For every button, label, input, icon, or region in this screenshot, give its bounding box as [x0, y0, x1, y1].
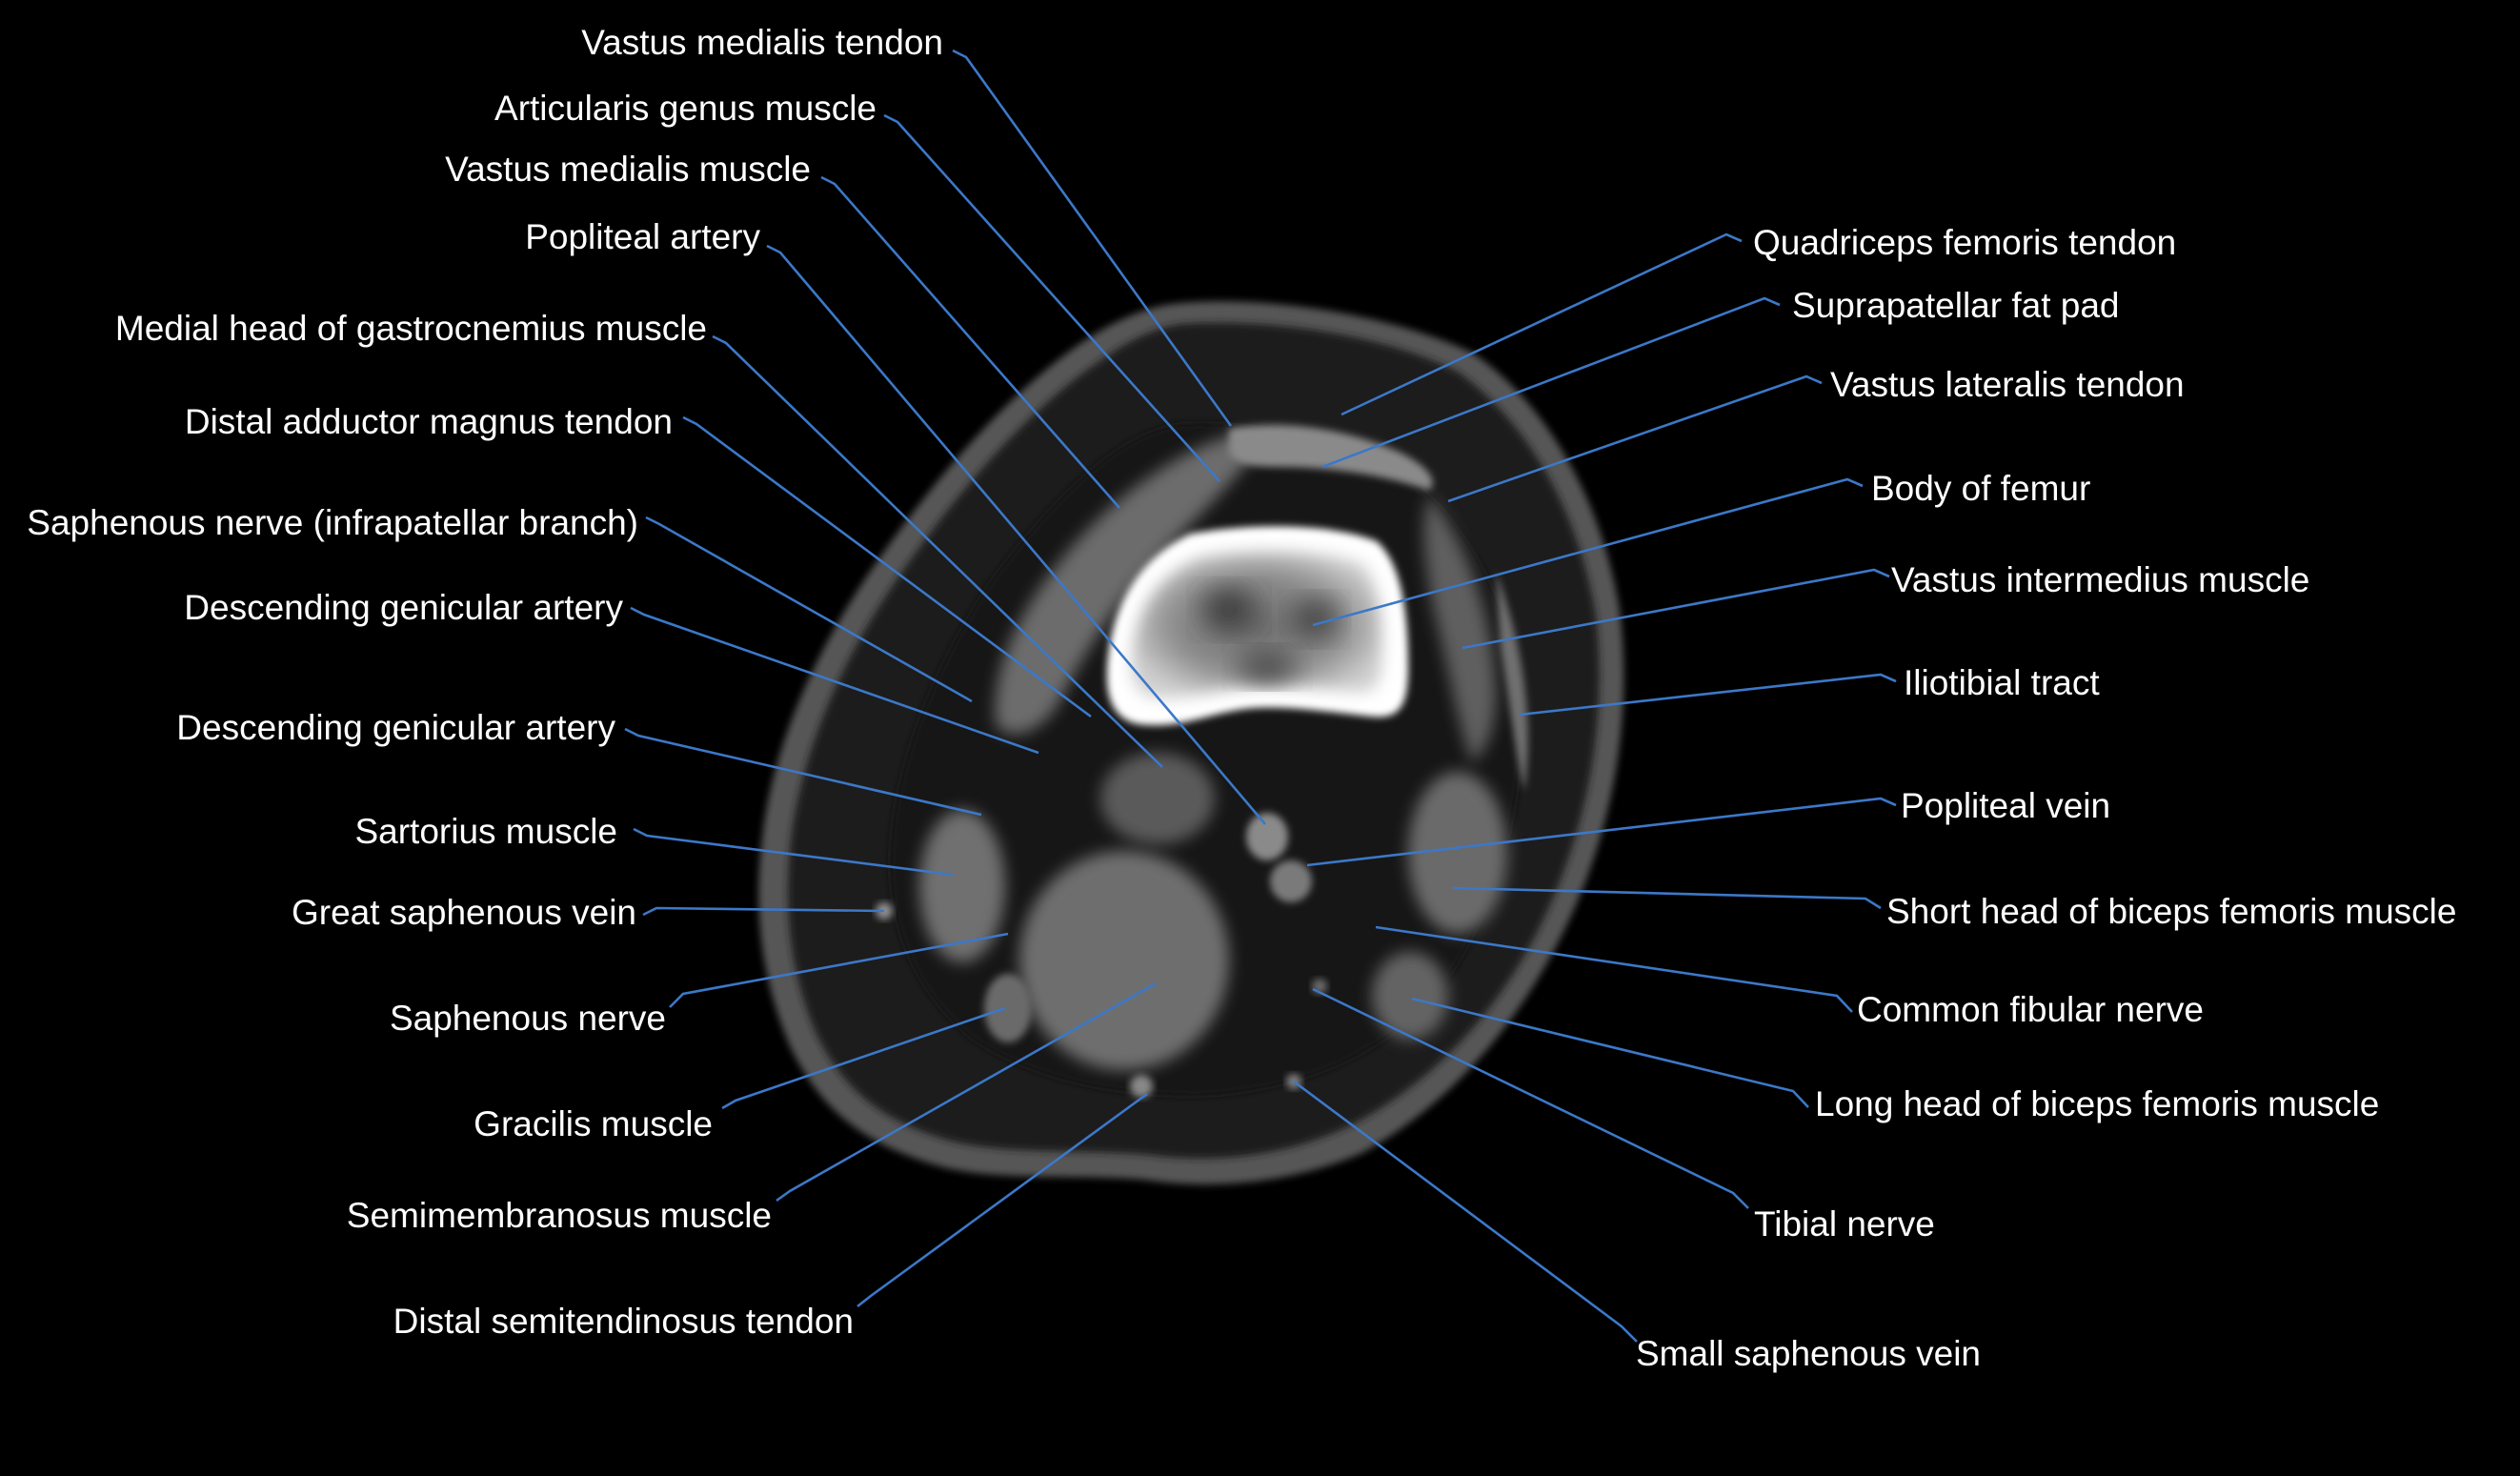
label-tibial-nerve: Tibial nerve	[1754, 1204, 1935, 1243]
leader-popliteal-vein	[1306, 797, 1897, 867]
label-gracilis: Gracilis muscle	[474, 1104, 713, 1143]
femur-marrow	[1131, 551, 1382, 698]
label-vastus-medialis-muscle: Vastus medialis muscle	[445, 150, 811, 189]
leader-body-of-femur	[1312, 477, 1864, 627]
gracilis-mass	[984, 974, 1032, 1042]
leader-quadriceps-tendon	[1341, 233, 1743, 416]
labels-right: Quadriceps femoris tendon Suprapatellar …	[1636, 223, 2456, 1373]
label-long-head-biceps: Long head of biceps femoris muscle	[1815, 1084, 2379, 1123]
popliteal-vein-mass	[1270, 860, 1312, 902]
leader-vastus-medialis-muscle	[820, 175, 1120, 509]
label-saphenous-infrapatellar: Saphenous nerve (infrapatellar branch)	[27, 503, 638, 542]
leader-popliteal-artery	[766, 244, 1266, 825]
leader-vastus-lateralis-tendon	[1447, 374, 1823, 503]
femur-marrow-dark-3	[1239, 652, 1296, 682]
leader-tibial-nerve	[1312, 987, 1749, 1209]
leader-semitendinosus	[857, 1092, 1148, 1308]
label-common-fibular: Common fibular nerve	[1857, 990, 2204, 1029]
label-sartorius: Sartorius muscle	[354, 812, 617, 851]
leader-sartorius	[633, 827, 954, 877]
leader-vastus-intermedius	[1462, 568, 1890, 650]
leader-small-saphenous	[1293, 1080, 1638, 1343]
femur-marrow-dark-2	[1292, 600, 1338, 638]
label-iliotibial-tract: Iliotibial tract	[1904, 663, 2100, 702]
label-popliteal-artery: Popliteal artery	[525, 217, 760, 256]
iliotibial-strip	[1496, 572, 1528, 791]
leader-descending-genicular-1	[630, 606, 1039, 755]
label-short-head-biceps: Short head of biceps femoris muscle	[1886, 892, 2456, 931]
gastrocnemius-medial-mass	[1100, 753, 1215, 844]
femur-marrow-dark-1	[1202, 589, 1256, 631]
leader-gracilis	[721, 1006, 1006, 1110]
leader-great-saphenous	[642, 906, 885, 917]
label-medial-gastrocnemius: Medial head of gastrocnemius muscle	[115, 309, 707, 348]
leader-saphenous-nerve	[669, 932, 1009, 1008]
leader-common-fibular	[1375, 925, 1853, 1013]
leader-semimembranosus	[776, 981, 1157, 1203]
labels-left: Vastus medialis tendon Articularis genus…	[27, 23, 943, 1341]
leader-adductor-magnus	[682, 415, 1092, 718]
label-descending-genicular-1: Descending genicular artery	[184, 588, 623, 627]
popliteal-artery-mass	[1246, 813, 1288, 860]
label-descending-genicular-2: Descending genicular artery	[176, 708, 615, 747]
label-vastus-medialis-tendon: Vastus medialis tendon	[581, 23, 943, 62]
sartorius-mass	[919, 810, 1005, 962]
leader-long-head-biceps	[1411, 997, 1809, 1108]
label-adductor-magnus: Distal adductor magnus tendon	[185, 402, 673, 441]
leader-suprapatellar-fat-pad	[1321, 296, 1781, 469]
label-great-saphenous: Great saphenous vein	[292, 893, 636, 932]
label-vastus-lateralis-tendon: Vastus lateralis tendon	[1830, 365, 2185, 404]
label-body-of-femur: Body of femur	[1871, 469, 2090, 508]
label-semitendinosus: Distal semitendinosus tendon	[393, 1302, 854, 1341]
leader-articularis-genus	[883, 113, 1220, 482]
label-semimembranosus: Semimembranosus muscle	[347, 1196, 772, 1235]
semitendinosus-tendon-dot	[1130, 1075, 1153, 1098]
label-articularis-genus: Articularis genus muscle	[494, 89, 877, 128]
label-small-saphenous: Small saphenous vein	[1636, 1334, 1981, 1373]
leader-iliotibial-tract	[1519, 673, 1897, 717]
vastus-lateralis-mass	[1423, 495, 1497, 762]
semimembranosus-mass	[1019, 851, 1229, 1070]
label-quadriceps-tendon: Quadriceps femoris tendon	[1753, 223, 2176, 262]
leader-descending-genicular-2	[624, 727, 982, 817]
ct-image	[758, 301, 1624, 1184]
leader-saphenous-infrapatellar	[645, 516, 973, 703]
biceps-short-head-mass	[1408, 772, 1507, 934]
leader-medial-gastrocnemius	[712, 334, 1163, 768]
label-saphenous-nerve: Saphenous nerve	[390, 999, 666, 1038]
biceps-long-head-mass	[1372, 952, 1448, 1040]
label-vastus-intermedius: Vastus intermedius muscle	[1891, 560, 2309, 599]
vastus-medialis-mass	[995, 434, 1258, 735]
leader-lines	[624, 49, 1897, 1343]
label-suprapatellar-fat-pad: Suprapatellar fat pad	[1792, 286, 2120, 325]
quadriceps-tendon-band	[1229, 424, 1433, 491]
leader-short-head-biceps	[1452, 886, 1882, 910]
label-popliteal-vein: Popliteal vein	[1901, 786, 2110, 825]
leader-vastus-medialis-tendon	[952, 49, 1233, 427]
